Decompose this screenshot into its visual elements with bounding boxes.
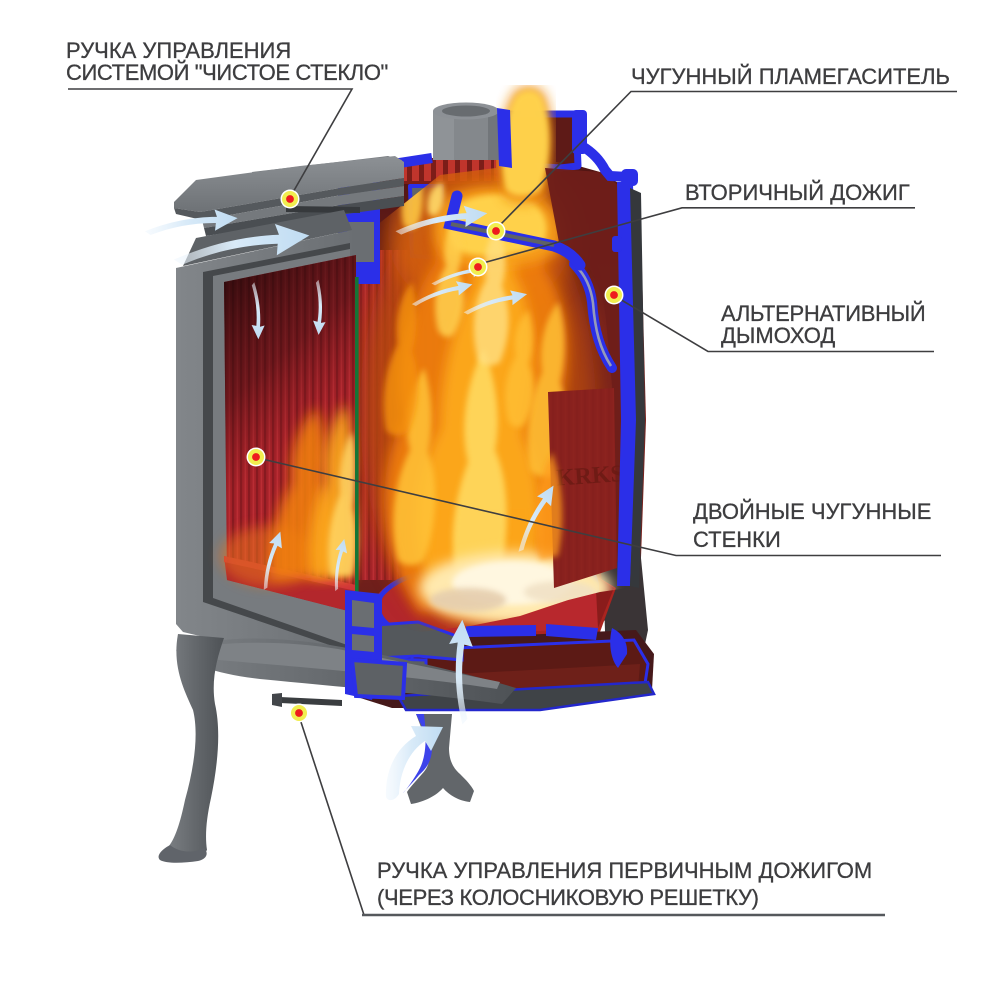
svg-text:KRKS: KRKS (555, 461, 625, 492)
